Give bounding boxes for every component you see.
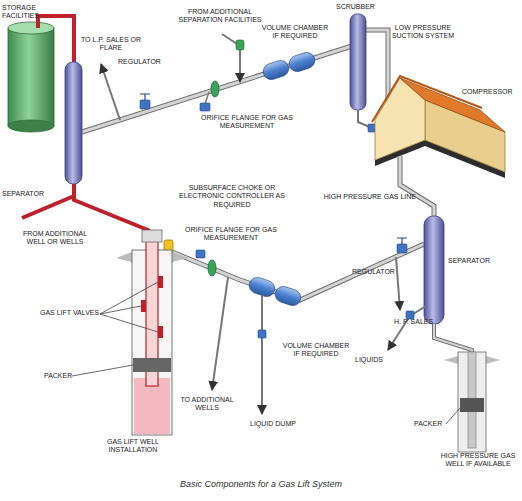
- compressor-roof: [400, 78, 505, 132]
- component-label: SEPARATOR: [2, 190, 52, 198]
- volume-chamber: [273, 284, 303, 307]
- component-label: HIGH PRESSURE GAS LINE: [304, 193, 416, 201]
- component-label: TO ADDITIONAL WELLS: [176, 396, 238, 413]
- component-label: REGULATOR: [352, 268, 402, 276]
- component-label: ORIFICE FLANGE FOR GAS MEASUREMENT: [200, 114, 294, 131]
- component-label: ORIFICE FLANGE FOR GAS MEASUREMENT: [184, 226, 278, 243]
- component-label: HIGH PRESSURE GAS WELL IF AVAILABLE: [436, 452, 520, 469]
- storage-tank: [8, 28, 54, 126]
- liquid-pipe: [38, 16, 74, 64]
- regulator-stem: [140, 94, 150, 100]
- roof-edge: [372, 76, 482, 122]
- gas-pipe: [434, 324, 472, 354]
- valve-symbol: [406, 311, 414, 319]
- gas-lift-valve: [158, 326, 163, 338]
- meter-tap: [205, 92, 209, 104]
- hp-sales-branch: [396, 257, 400, 310]
- component-label: GAS LIFT WELL INSTALLATION: [100, 438, 166, 455]
- volume-chamber: [261, 58, 291, 81]
- component-label: PACKER: [44, 372, 84, 380]
- regulator-symbol: [140, 100, 150, 109]
- valve-symbol: [258, 330, 266, 338]
- wellhead: [142, 230, 162, 242]
- packer: [460, 398, 484, 412]
- component-label: LIQUID DUMP: [250, 420, 310, 428]
- component-label: FROM ADDITIONAL SEPARATION FACILITIES: [170, 8, 270, 25]
- scrubber-vessel: [350, 14, 366, 110]
- gas-pipe-outline: [434, 324, 472, 354]
- leader-line: [72, 365, 133, 376]
- component-label: COMPRESSOR: [462, 88, 517, 96]
- component-label: STORAGE FACILITIES: [2, 4, 54, 21]
- gas-pipe-outline: [400, 156, 434, 216]
- separator-vessel: [424, 216, 444, 324]
- valve-symbol: [236, 40, 244, 50]
- well-casing: [458, 352, 486, 452]
- orifice-flange: [208, 260, 216, 276]
- gas-lift-valve: [158, 276, 163, 288]
- component-label: SCRUBBER: [336, 3, 386, 11]
- separator-vessel: [65, 62, 82, 184]
- additional-wells-line: [212, 277, 228, 390]
- component-label: PACKER: [414, 420, 454, 428]
- meter-symbol: [196, 250, 205, 258]
- component-label: VOLUME CHAMBER IF REQUIRED: [258, 24, 332, 41]
- packer: [133, 358, 171, 372]
- regulator-stem: [397, 238, 407, 244]
- component-label: SEPARATOR: [448, 257, 498, 265]
- component-label: GAS LIFT VALVES: [40, 309, 102, 317]
- gas-lift-valve: [141, 300, 146, 312]
- lp-sales-branch: [101, 64, 120, 120]
- liquids-line: [388, 306, 426, 350]
- gas-pipe-outline: [82, 46, 352, 132]
- orifice-flange: [211, 81, 219, 97]
- volume-chamber: [287, 50, 317, 73]
- tank-bottom: [8, 120, 54, 132]
- gas-pipe: [82, 46, 352, 132]
- tank-top: [8, 22, 54, 34]
- figure-caption: Basic Components for a Gas Lift System: [130, 479, 392, 489]
- component-label: SUBSURFACE CHOKE OR ELECTRONIC CONTROLLE…: [176, 184, 288, 209]
- leader-line: [446, 408, 460, 424]
- component-label: H. P. SALES: [394, 318, 444, 326]
- component-label: REGULATOR: [118, 58, 168, 66]
- leader-line: [100, 282, 158, 332]
- component-label: LOW PRESSURE SUCTION SYSTEM: [386, 24, 460, 41]
- regulator-symbol: [397, 244, 407, 253]
- production-pipe: [74, 184, 148, 236]
- meter-symbol: [200, 103, 210, 111]
- component-label: FROM ADDITIONAL WELL OR WELLS: [16, 230, 94, 247]
- component-label: TO L.P. SALES OR FLARE: [80, 36, 142, 53]
- gas-pipe: [400, 156, 434, 216]
- production-pipe: [22, 196, 74, 218]
- component-label: VOLUME CHAMBER IF REQUIRED: [279, 342, 353, 359]
- liquid-dump-line: [261, 295, 263, 414]
- component-label: LIQUIDS: [355, 356, 395, 364]
